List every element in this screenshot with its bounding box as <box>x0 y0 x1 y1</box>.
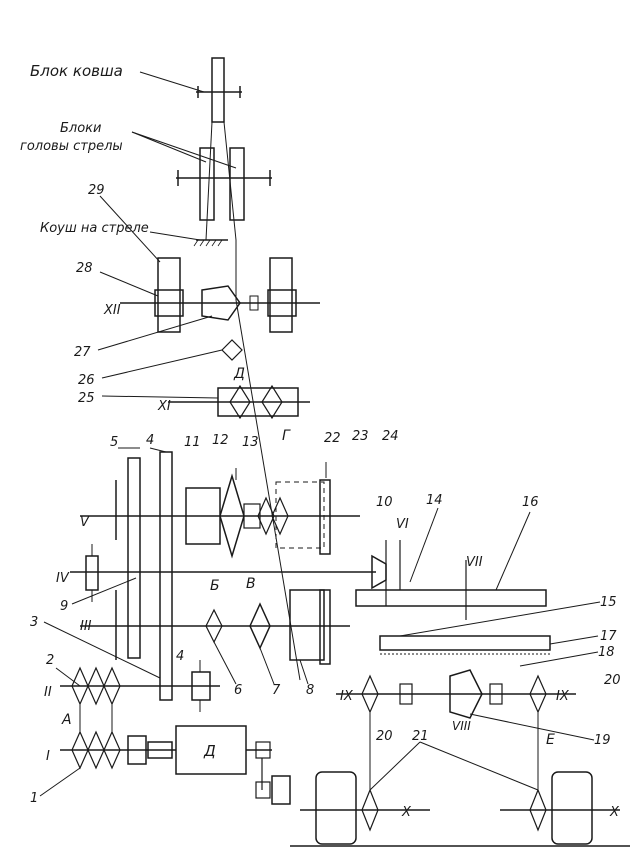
shaft-X-right: X <box>609 805 620 820</box>
shaft-XII: XII <box>103 303 121 318</box>
letter-E: Е <box>546 732 555 748</box>
shaft-V: V <box>80 515 90 530</box>
label-20-right: 20 <box>604 673 621 688</box>
label-8: 8 <box>306 683 314 698</box>
shaft-VII: VII <box>466 555 483 570</box>
shaft-XI: XI <box>157 399 171 414</box>
shaft-IX-right: IX <box>556 689 570 704</box>
caption-boom-thimble: Коуш на стреле <box>40 221 149 236</box>
label-17: 17 <box>600 629 617 644</box>
boom-head-blocks <box>176 147 272 221</box>
caption-boom-head-2: головы стрелы <box>20 139 123 154</box>
shaft-VIII: VIII <box>452 719 471 733</box>
label-7: 7 <box>272 683 281 698</box>
label-20-left: 20 <box>376 729 393 744</box>
label-3: 3 <box>30 615 38 630</box>
label-1: 1 <box>30 791 38 806</box>
label-2: 2 <box>46 653 54 668</box>
label-18: 18 <box>598 645 615 660</box>
label-21: 21 <box>412 729 429 744</box>
label-13: 13 <box>242 435 259 450</box>
shaft-III: III <box>80 619 92 634</box>
label-24: 24 <box>382 429 399 444</box>
shaft-X-left: X <box>401 805 412 820</box>
letter-D-motor: Д <box>203 742 216 760</box>
bucket-block <box>196 57 242 241</box>
label-11: 11 <box>184 435 201 450</box>
label-23: 23 <box>352 429 369 444</box>
label-19: 19 <box>594 733 611 748</box>
label-4b: 4 <box>176 649 184 664</box>
letter-V: В <box>246 576 256 592</box>
label-28: 28 <box>76 261 93 276</box>
caption-bucket-block: Блок ковша <box>30 62 123 80</box>
label-5: 5 <box>110 435 118 450</box>
shaft-IX-left: IX <box>340 689 354 704</box>
label-14: 14 <box>426 493 443 508</box>
label-10: 10 <box>376 495 393 510</box>
label-15: 15 <box>600 595 617 610</box>
letter-G: Г <box>282 428 291 444</box>
shaft-II: II <box>44 685 52 700</box>
label-16: 16 <box>522 495 539 510</box>
label-9: 9 <box>60 599 68 614</box>
letter-B: Б <box>210 578 220 594</box>
label-29: 29 <box>88 183 105 198</box>
letter-D-upper: Д <box>233 366 245 382</box>
label-27: 27 <box>74 345 91 360</box>
shaft-VI: VI <box>396 517 409 532</box>
label-22: 22 <box>324 431 341 446</box>
label-4: 4 <box>146 433 154 448</box>
shaft-I: I <box>46 749 50 764</box>
caption-boom-head-1: Блоки <box>60 121 101 136</box>
label-25: 25 <box>78 391 95 406</box>
letter-A: А <box>61 712 72 728</box>
label-12: 12 <box>212 433 229 448</box>
label-26: 26 <box>78 373 95 388</box>
label-6: 6 <box>234 683 242 698</box>
shaft-IV: IV <box>56 571 70 586</box>
